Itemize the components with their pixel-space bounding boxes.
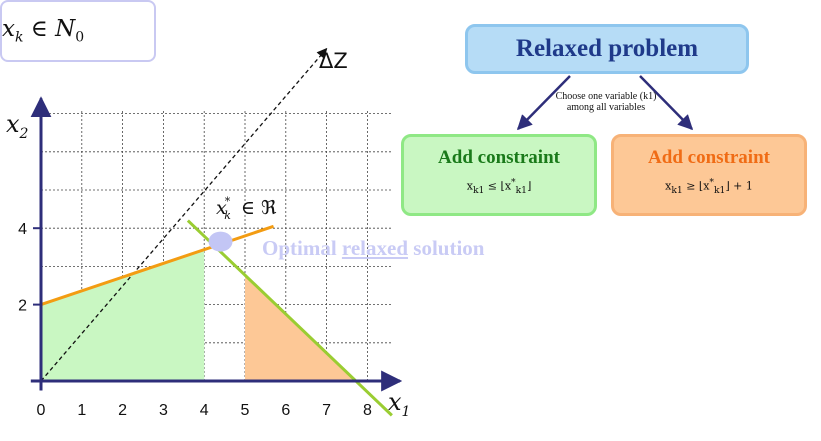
x-axis-label: x1	[388, 388, 410, 420]
x-tick-label: 2	[118, 402, 127, 419]
left-branch-formula: xk1 ≤ ⌊x*k1⌋	[466, 177, 532, 196]
left-branch-title: Add constraint	[438, 147, 560, 168]
constraint-line-1	[40, 224, 275, 307]
integer-domain-box: xk ∈ N0	[0, 0, 156, 62]
y-axis-label: x2	[6, 110, 29, 142]
optimal-text-underlined: relaxed	[341, 236, 409, 260]
right-branch-formula: xk1 ≥ ⌊x*k1⌋ + 1	[665, 177, 753, 196]
optimal-point	[208, 231, 233, 252]
left-branch-box: Add constraint xk1 ≤ ⌊x*k1⌋	[401, 134, 597, 216]
y-tick-labels: 24	[18, 221, 41, 315]
y-tick-label: 2	[18, 298, 27, 315]
x-tick-label: 4	[200, 402, 209, 419]
left-feasible-region	[41, 249, 205, 381]
x-tick-label: 3	[159, 402, 168, 419]
x-tick-labels: 0 1 2 3 4 5 6 7 8	[37, 402, 372, 419]
optimal-solution-label: Optimal relaxed solution	[262, 236, 484, 261]
constraint-line-2	[186, 219, 393, 417]
x-tick-label: 6	[281, 402, 290, 419]
x-tick-label: 1	[77, 402, 86, 419]
delta-z-label: ΔZ	[319, 49, 348, 73]
y-tick-label: 4	[18, 221, 27, 238]
branch-arrow-right	[639, 75, 694, 131]
optimal-text-after: solution	[408, 236, 485, 260]
relaxed-problem-title: Relaxed problem	[515, 35, 699, 62]
point-label: x*k ∈ ℜ	[216, 195, 277, 222]
x-tick-label: 0	[37, 402, 46, 419]
optimal-text-before: Optimal	[262, 236, 342, 260]
x-tick-label: 5	[241, 402, 250, 419]
branch-note: Choose one variable (k1) among all varia…	[555, 91, 657, 113]
right-branch-title: Add constraint	[648, 147, 770, 168]
x-tick-label: 8	[363, 402, 372, 419]
x-tick-label: 7	[322, 402, 331, 419]
relaxed-problem-box: Relaxed problem	[465, 24, 749, 74]
set-label: xk ∈ N0	[2, 16, 85, 46]
right-branch-box: Add constraint xk1 ≥ ⌊x*k1⌋ + 1	[611, 134, 807, 216]
objective-direction-arrow	[40, 47, 328, 382]
branch-arrow-left	[516, 75, 571, 131]
